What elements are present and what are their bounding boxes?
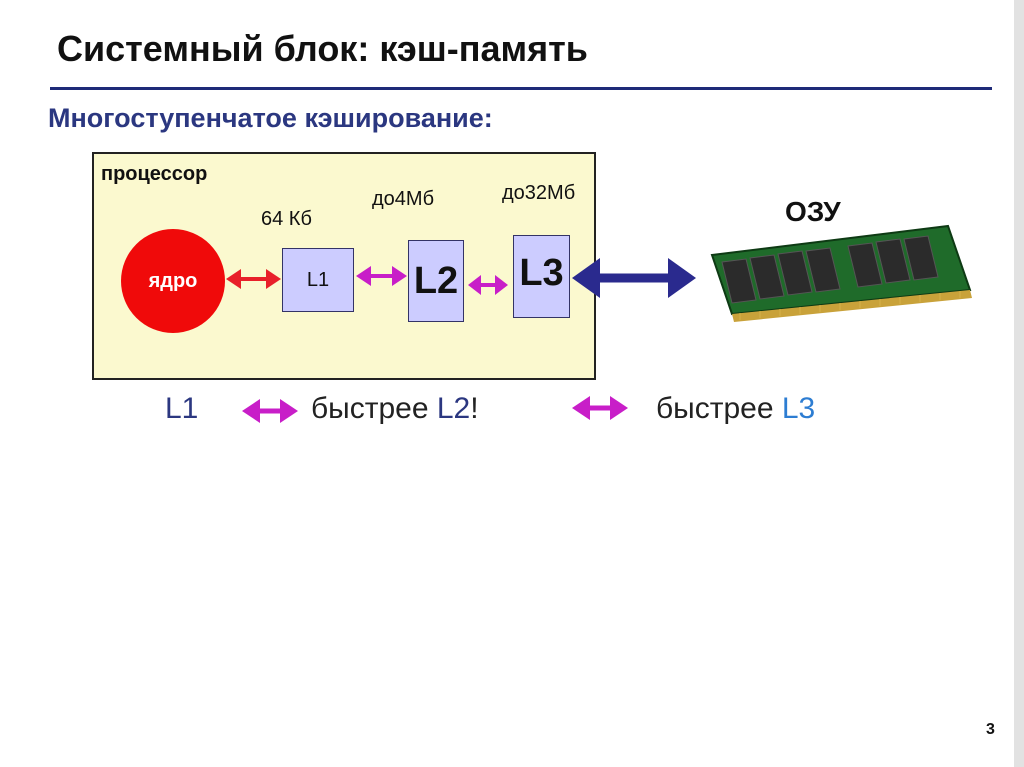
- title-rule: [50, 87, 992, 90]
- l1-l2-double-arrow-icon: [356, 266, 407, 286]
- slide-subtitle: Многоступенчатое кэширование:: [48, 103, 493, 133]
- processor-label: процессор: [101, 163, 208, 185]
- l2-cache-box: L2: [408, 240, 464, 322]
- comparison-arrow-2-icon: [572, 396, 628, 420]
- comparison-l1: L1: [165, 392, 199, 425]
- l1-size-label: 64 Кб: [261, 208, 312, 230]
- l3-label: L3: [519, 252, 564, 294]
- l2-l3-double-arrow-icon: [468, 275, 508, 295]
- ram-module-icon: [710, 224, 972, 322]
- l3-size-label: до32Мб: [502, 182, 576, 204]
- slide-title: Системный блок: кэш-память: [57, 28, 588, 69]
- l1-label: L1: [306, 268, 330, 291]
- core-l1-double-arrow-icon: [226, 269, 281, 289]
- comparison-faster-2-text: быстрее: [656, 392, 782, 425]
- comparison-arrow-1-icon: [242, 399, 298, 423]
- comparison-faster-1-text: быстрее: [311, 392, 437, 425]
- comparison-l3: L3: [781, 392, 816, 425]
- core-circle: ядро: [121, 229, 225, 333]
- slide-edge: [1014, 0, 1024, 767]
- l1-cache-box: L1: [282, 248, 354, 312]
- core-label: ядро: [148, 269, 198, 292]
- l2-size-label: до4Мб: [372, 188, 435, 210]
- comparison-line: L1 быстрее L2! быстрее L3: [0, 392, 1024, 436]
- l3-ram-double-arrow-icon: [572, 258, 696, 298]
- comparison-faster-2: быстрее L3: [656, 392, 815, 426]
- page-number: 3: [986, 721, 995, 738]
- l3-cache-box: L3: [513, 235, 570, 318]
- comparison-l2: L2: [436, 392, 471, 425]
- l2-label: L2: [413, 259, 459, 302]
- comparison-faster-1: быстрее L2!: [311, 392, 479, 426]
- ram-label: ОЗУ: [785, 196, 841, 227]
- comparison-exclaim: !: [470, 392, 479, 425]
